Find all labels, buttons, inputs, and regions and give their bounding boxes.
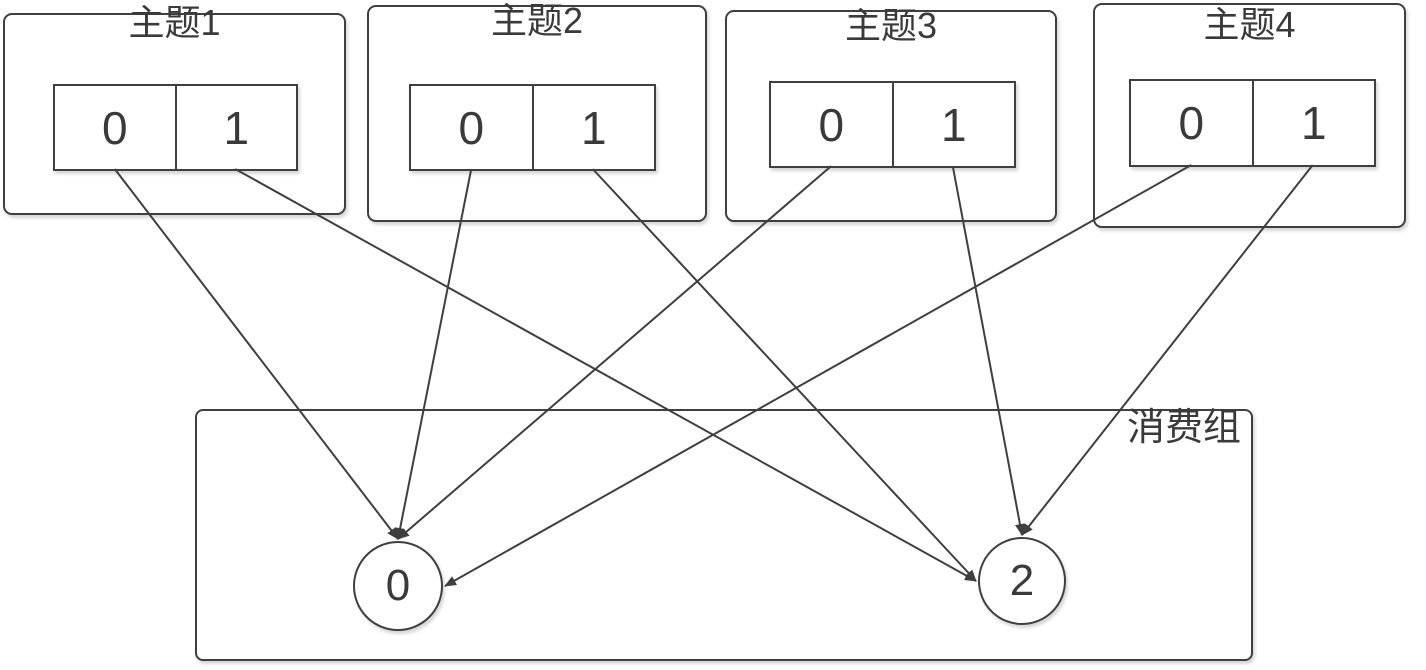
topic-1-partition-row: 0 1 — [53, 84, 298, 171]
topic-4-partition-0: 0 — [1178, 97, 1205, 149]
topic-4-title: 主题4 — [1203, 4, 1296, 45]
topic-3-box: 主题3 0 1 — [725, 5, 1057, 222]
topic-2-box: 主题2 0 1 — [367, 0, 707, 222]
topic-2-title: 主题2 — [490, 0, 584, 41]
topic-1-title: 主题1 — [128, 2, 221, 43]
consumer-0-circle: 0 — [353, 541, 443, 631]
topic-3-partition-0: 0 — [818, 98, 845, 151]
topic-4-box: 主题4 0 1 — [1093, 3, 1406, 228]
topic-1-partition-0: 0 — [101, 101, 128, 154]
consumer-group-label: 消费组 — [1126, 407, 1241, 449]
topic-3-title: 主题3 — [844, 5, 938, 46]
topic-3-partition-row: 0 1 — [769, 81, 1016, 168]
topic-3-partition-1: 1 — [891, 83, 1015, 166]
consumer-2-circle: 2 — [978, 537, 1066, 625]
topic-2-partition-1: 1 — [531, 86, 655, 169]
topic-2-partition-0: 0 — [458, 101, 485, 154]
topic-4-partition-row: 0 1 — [1129, 79, 1376, 167]
consumer-group-box: 消费组 0 2 — [195, 407, 1253, 661]
topic-1-box: 主题1 0 1 — [3, 2, 346, 215]
topic-4-partition-1: 1 — [1251, 81, 1375, 165]
topic-2-partition-row: 0 1 — [409, 84, 656, 171]
topic-1-partition-1: 1 — [174, 86, 297, 169]
